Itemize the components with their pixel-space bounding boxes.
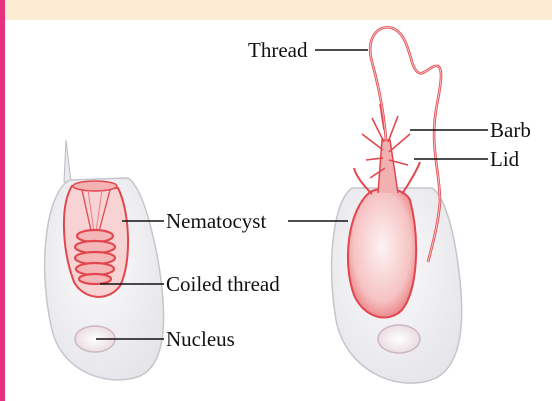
nucleus-right [378, 325, 420, 353]
discharged-cnidocyte [332, 27, 462, 383]
label-nucleus: Nucleus [166, 327, 235, 351]
label-thread: Thread [248, 38, 308, 62]
undischarged-cnidocyte [45, 140, 164, 380]
label-coiled-thread: Coiled thread [166, 272, 280, 296]
label-barb: Barb [490, 118, 531, 142]
coiled-thread-coils [75, 230, 115, 284]
label-lid: Lid [490, 147, 520, 171]
nematocyst-capsule-right [348, 189, 416, 318]
cnidocil [64, 140, 71, 182]
lid-left [73, 181, 117, 191]
label-nematocyst: Nematocyst [166, 209, 266, 233]
